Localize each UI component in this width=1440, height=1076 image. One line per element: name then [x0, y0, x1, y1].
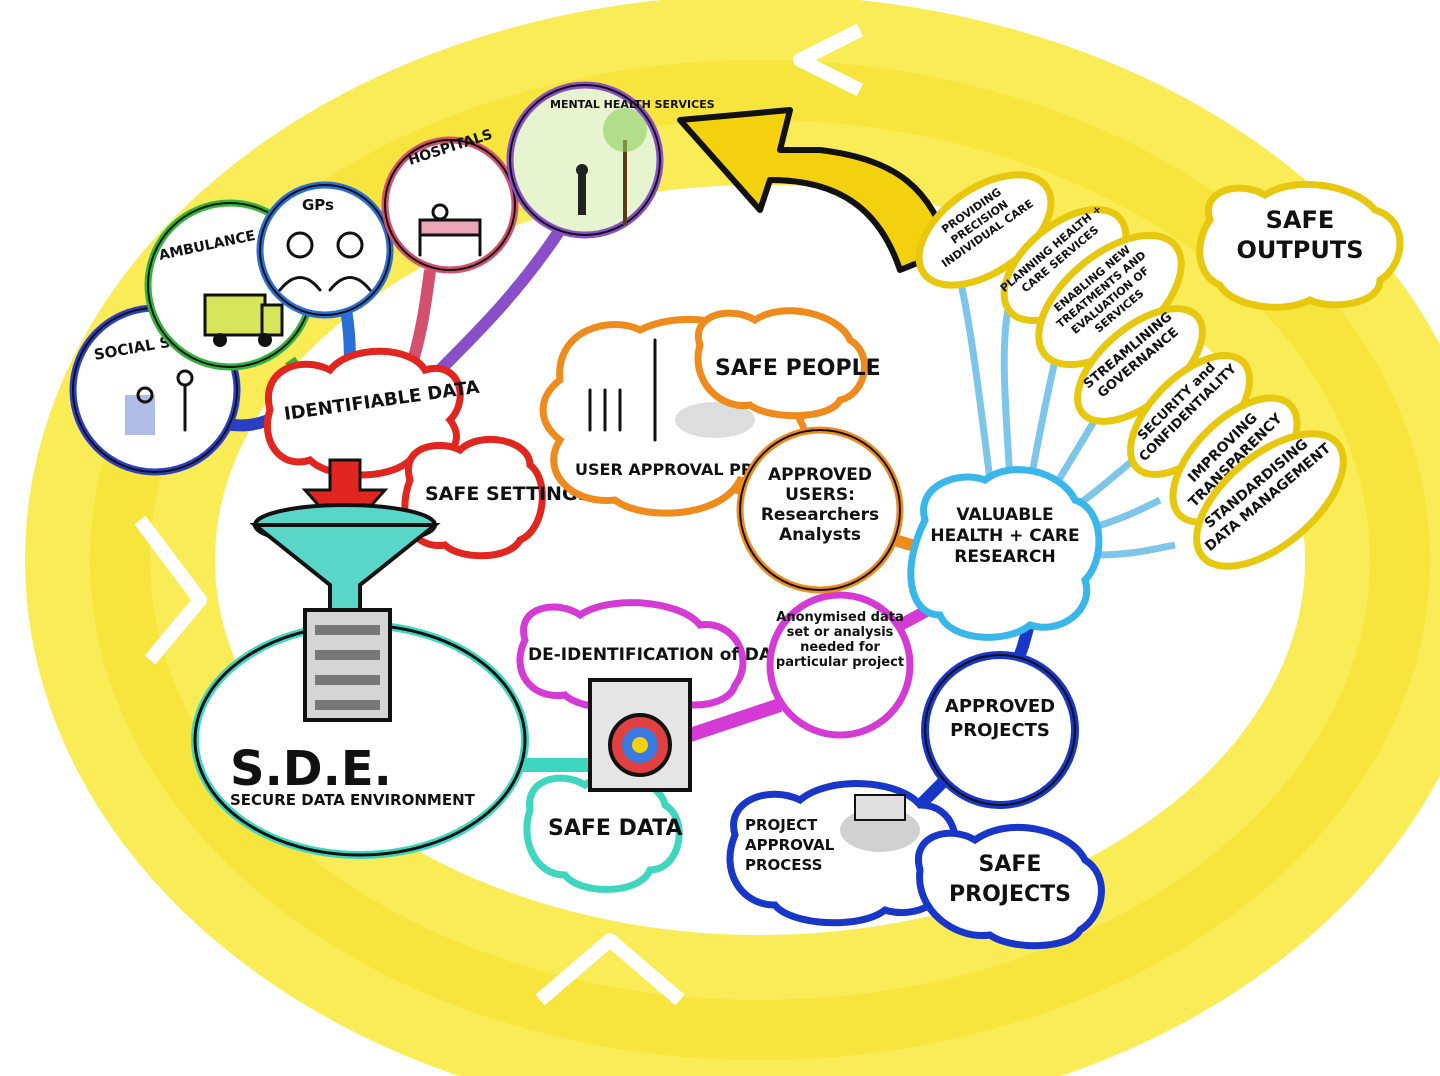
de-identification-label: DE-IDENTIFICATION of DATA — [528, 645, 795, 665]
feedback-arrow — [677, 107, 953, 273]
social-services-illustration — [125, 369, 194, 435]
sde-node: S.D.E. SECURE DATA ENVIRONMENT — [191, 608, 529, 859]
hospital-bed-illustration — [418, 203, 482, 257]
mental-health-label: MENTAL HEALTH SERVICES — [550, 98, 715, 111]
funnel-icon — [249, 503, 441, 617]
source-hospitals: HOSPITALS — [381, 127, 519, 274]
source-mental-health-services: MENTAL HEALTH SERVICES — [506, 81, 715, 239]
safe-outputs-text: SAFE OUTPUTS — [1236, 206, 1364, 264]
project-approval-cloud: PROJECT APPROVAL PROCESS — [726, 780, 959, 927]
sde-acronym: S.D.E. — [230, 741, 392, 797]
output-cloud-data-management: STANDARDISING DATA MANAGEMENT — [1193, 430, 1347, 570]
project-approval-text: PROJECT APPROVAL PROCESS — [745, 816, 835, 874]
gps-label: GPs — [302, 196, 334, 214]
safe-outputs-cloud: SAFE OUTPUTS — [1196, 180, 1404, 311]
approved-projects-node: APPROVED PROJECTS — [921, 651, 1079, 809]
de-identification-node: DE-IDENTIFICATION of DATA — [516, 599, 795, 792]
yellow-cycle-ring — [25, 0, 1440, 1076]
approved-users-node: APPROVED USERS: Researchers Analysts — [736, 426, 904, 594]
anonymised-data-node: Anonymised data set or analysis needed f… — [766, 591, 914, 739]
safe-settings-cloud: SAFE SETTINGS — [401, 435, 591, 560]
output-clouds: PROVIDING PRECISION INDIVIDUAL CARE PLAN… — [915, 171, 1347, 570]
approved-users-text: APPROVED USERS: Researchers Analysts — [760, 465, 880, 545]
anonymised-note-text: Anonymised data set or analysis needed f… — [775, 610, 905, 670]
safe-projects-text: SAFE PROJECTS — [949, 852, 1071, 907]
safe-people-label: SAFE PEOPLE — [715, 356, 881, 381]
meeting-illustration — [840, 794, 920, 852]
ambulance-illustration — [203, 293, 284, 347]
valuable-research-text: VALUABLE HEALTH + CARE RESEARCH — [930, 505, 1080, 567]
gps-illustration — [278, 231, 372, 292]
safe-people-cloud: SAFE PEOPLE — [694, 307, 881, 420]
server-icon — [303, 608, 392, 722]
valuable-research-cloud: VALUABLE HEALTH + CARE RESEARCH — [907, 466, 1103, 641]
safe-settings-label: SAFE SETTINGS — [425, 483, 591, 505]
source-gps: GPs — [256, 181, 394, 319]
safe-data-label: SAFE DATA — [548, 816, 683, 841]
tree-person-illustration — [576, 108, 647, 225]
safe-data-cloud: SAFE DATA — [523, 772, 683, 893]
safe-projects-cloud: SAFE PROJECTS — [914, 823, 1105, 950]
people-illustration — [588, 338, 755, 442]
identifiable-data-node: IDENTIFIABLE DATA — [263, 347, 481, 538]
washing-machine-icon — [588, 678, 692, 792]
approved-projects-text: APPROVED PROJECTS — [944, 696, 1056, 741]
sde-full-label: SECURE DATA ENVIRONMENT — [230, 791, 476, 809]
